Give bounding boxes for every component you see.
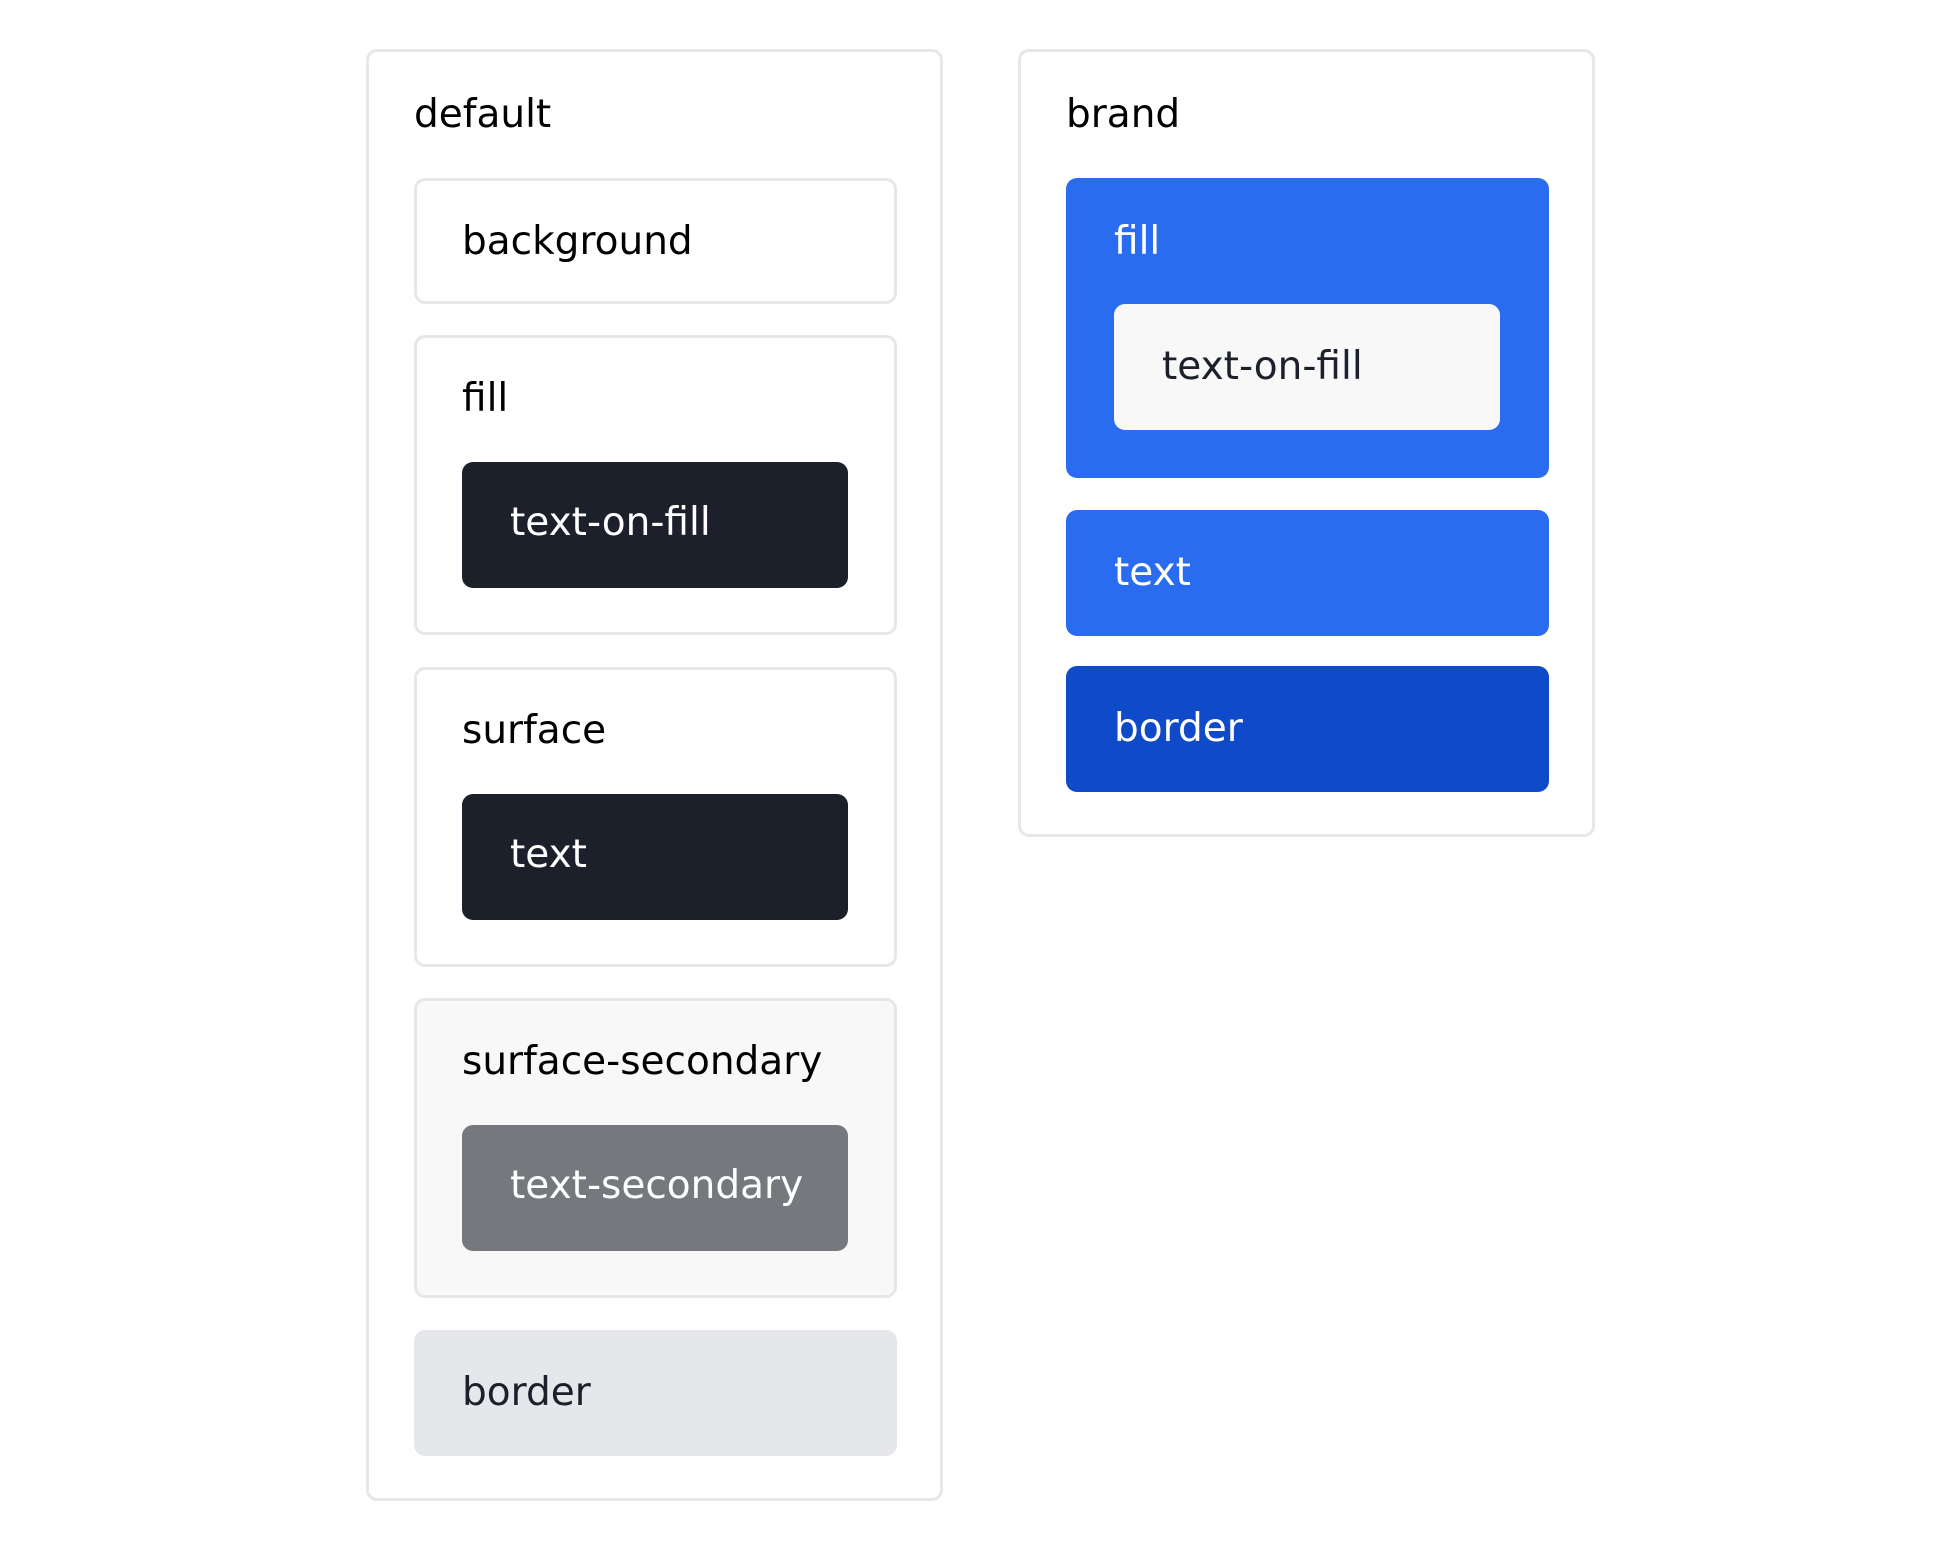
default-text-secondary-swatch: text-secondary	[462, 1125, 848, 1251]
brand-text-on-fill-swatch: text-on-fill	[1114, 304, 1500, 430]
default-panel-title: default	[414, 92, 552, 137]
brand-fill-swatch: fill text-on-fill	[1066, 178, 1549, 478]
brand-text-label: text	[1114, 550, 1191, 595]
default-border-label: border	[462, 1370, 591, 1415]
default-text-on-fill-label: text-on-fill	[510, 500, 711, 545]
default-text-label: text	[510, 832, 587, 877]
default-fill-label: fill	[462, 376, 509, 421]
default-background-label: background	[462, 219, 693, 264]
default-background-swatch: background	[414, 178, 897, 304]
default-text-swatch: text	[462, 794, 848, 920]
default-surface-label: surface	[462, 708, 607, 753]
default-surface-swatch: surface text	[414, 667, 897, 967]
default-border-swatch: border	[414, 1330, 897, 1456]
brand-panel-title: brand	[1066, 92, 1181, 137]
brand-text-on-fill-label: text-on-fill	[1162, 344, 1363, 389]
default-surface-secondary-label: surface-secondary	[462, 1039, 823, 1084]
default-panel: default background fill text-on-fill sur…	[366, 49, 943, 1501]
brand-text-swatch: text	[1066, 510, 1549, 636]
brand-border-label: border	[1114, 706, 1243, 751]
default-text-on-fill-swatch: text-on-fill	[462, 462, 848, 588]
default-fill-swatch: fill text-on-fill	[414, 335, 897, 635]
brand-border-swatch: border	[1066, 666, 1549, 792]
brand-fill-label: fill	[1114, 219, 1161, 264]
default-text-secondary-label: text-secondary	[510, 1163, 804, 1208]
brand-panel: brand fill text-on-fill text border	[1018, 49, 1595, 837]
default-surface-secondary-swatch: surface-secondary text-secondary	[414, 998, 897, 1298]
